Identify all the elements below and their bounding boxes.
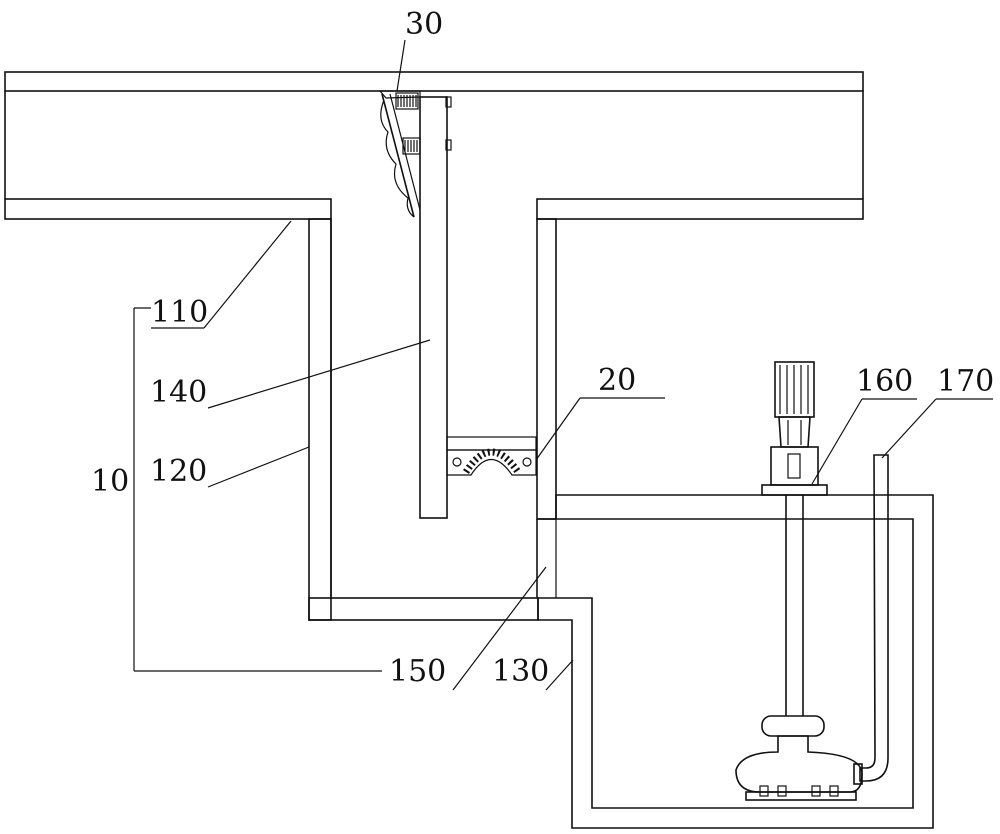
label-10: 10 (91, 464, 129, 499)
concrete-channel (308, 218, 557, 621)
spring-upper (395, 92, 419, 110)
label-30: 30 (405, 7, 443, 42)
label-150: 150 (389, 654, 446, 689)
spring-lower (402, 137, 421, 155)
label-170: 170 (937, 364, 994, 399)
inlet-pipe (537, 518, 557, 598)
label-110: 110 (151, 295, 208, 330)
leader-lines (133, 39, 993, 691)
label-140: 140 (150, 375, 207, 410)
label-20: 20 (598, 363, 636, 398)
label-120: 120 (150, 454, 207, 489)
hinge-spring-assembly (378, 90, 421, 218)
flexible-seal (446, 436, 537, 476)
main-pipe (4, 71, 864, 220)
baffle-plate (419, 96, 452, 519)
labels: 30 110 140 20 160 170 10 120 150 130 (91, 7, 994, 689)
label-130: 130 (492, 654, 549, 689)
pump (735, 361, 863, 801)
sump-pit (537, 494, 934, 829)
label-160: 160 (856, 364, 913, 399)
discharge-pipe (853, 454, 889, 785)
